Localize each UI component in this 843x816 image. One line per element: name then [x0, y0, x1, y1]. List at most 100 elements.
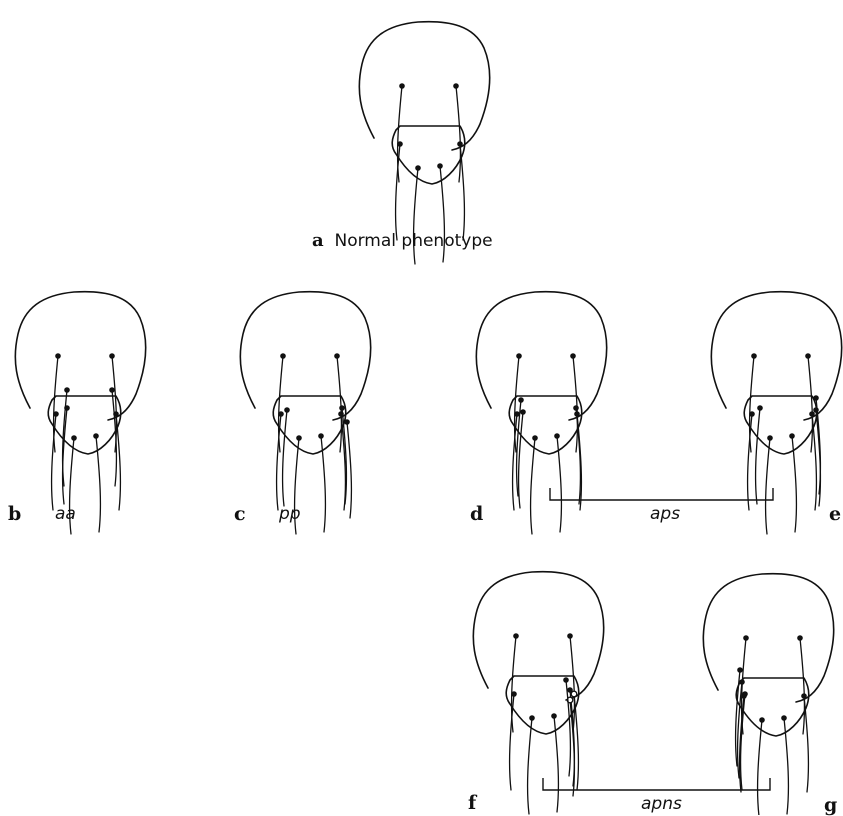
- bristle-socket: [397, 141, 403, 147]
- bristle-socket: [518, 397, 524, 403]
- panel-letter-d: d: [470, 505, 483, 524]
- bristle-socket: [344, 419, 350, 425]
- specimen-e: [711, 292, 841, 534]
- specimen-d: [476, 292, 606, 534]
- panel-letter-g: g: [824, 796, 837, 815]
- caption-normal-text: Normal phenotype: [334, 231, 492, 251]
- bristle-socket: [805, 353, 811, 359]
- bristle-socket: [53, 411, 59, 417]
- anal-plate: [736, 678, 809, 736]
- bristle-socket: [743, 635, 749, 641]
- bristle-socket: [511, 691, 517, 697]
- bristle-socket: [813, 407, 819, 413]
- bristle-socket: [516, 353, 522, 359]
- bristle-socket: [93, 433, 99, 439]
- panel-letter-a: a: [312, 230, 324, 251]
- anal-plate: [392, 126, 465, 184]
- bristle-socket: [437, 163, 443, 169]
- bristle-socket: [801, 693, 807, 699]
- bristle: [347, 422, 351, 518]
- bristle-socket: [567, 633, 573, 639]
- caption-normal-phenotype: a Normal phenotype: [312, 232, 493, 250]
- specimen-a: [359, 22, 489, 264]
- bristle: [808, 356, 812, 452]
- bristle-socket: [280, 353, 286, 359]
- caption-aa: aa: [55, 506, 76, 523]
- bristle-socket: [749, 411, 755, 417]
- bristle-socket: [571, 691, 577, 697]
- panel-letter-e: e: [829, 505, 841, 524]
- bristle-socket: [532, 435, 538, 441]
- bristle-socket: [109, 353, 115, 359]
- bristle-socket: [318, 433, 324, 439]
- bristle: [337, 356, 341, 452]
- bristle: [283, 410, 287, 506]
- bristle: [528, 718, 532, 814]
- bristle-socket: [453, 83, 459, 89]
- bristle-socket: [797, 635, 803, 641]
- anal-plate: [48, 396, 121, 454]
- segment-outline: [359, 22, 489, 150]
- bristle-socket: [55, 353, 61, 359]
- bristle-socket: [737, 667, 743, 673]
- bristle-socket: [529, 715, 535, 721]
- segment-outline: [15, 292, 145, 420]
- bristle-socket: [551, 713, 557, 719]
- segment-outline: [703, 574, 833, 702]
- bristle-socket: [64, 405, 70, 411]
- bristle-socket: [71, 435, 77, 441]
- bristle-socket: [554, 433, 560, 439]
- bristle: [531, 438, 535, 534]
- specimen-c: [240, 292, 370, 534]
- bristle-socket: [759, 717, 765, 723]
- specimen-drawings: [15, 22, 841, 815]
- bristle: [758, 720, 762, 815]
- bristle-socket: [789, 433, 795, 439]
- segment-outline: [476, 292, 606, 420]
- bristle-socket: [415, 165, 421, 171]
- bristle-socket: [573, 405, 579, 411]
- bristle-socket: [339, 405, 345, 411]
- bristle-socket: [399, 83, 405, 89]
- bristle: [756, 408, 760, 504]
- bristle-socket: [567, 687, 573, 693]
- bristle-socket: [813, 395, 819, 401]
- panel-letter-f: f: [468, 794, 476, 813]
- bristle-socket: [563, 677, 569, 683]
- segment-outline: [711, 292, 841, 420]
- bristle-socket: [767, 435, 773, 441]
- bristle-socket: [334, 353, 340, 359]
- bristle-socket: [296, 435, 302, 441]
- bristle-socket: [742, 691, 748, 697]
- bristle-socket: [513, 633, 519, 639]
- bristle: [573, 356, 577, 452]
- bristle-socket: [457, 141, 463, 147]
- bristle: [766, 438, 770, 534]
- specimen-b: [15, 292, 145, 534]
- bristle-socket: [284, 407, 290, 413]
- bristle-socket: [809, 411, 815, 417]
- bristle: [800, 638, 804, 734]
- caption-pp: pp: [279, 506, 301, 523]
- bristle: [566, 680, 570, 776]
- caption-aps: aps: [650, 506, 680, 523]
- caption-apns: apns: [641, 796, 682, 813]
- segment-outline: [240, 292, 370, 420]
- panel-letter-c: c: [234, 505, 246, 524]
- bristle-socket: [751, 353, 757, 359]
- anal-plate: [744, 396, 817, 454]
- panel-letter-b: b: [8, 505, 21, 524]
- bristle-socket: [781, 715, 787, 721]
- bristle: [456, 86, 460, 182]
- bristle-socket: [64, 387, 70, 393]
- bristle-socket: [570, 353, 576, 359]
- bristle-socket: [757, 405, 763, 411]
- bracket-aps: [550, 488, 773, 500]
- bristle-socket: [278, 411, 284, 417]
- bristle-socket: [520, 409, 526, 415]
- bristle-socket: [109, 387, 115, 393]
- bristle-socket: [739, 679, 745, 685]
- specimen-f: [473, 572, 603, 814]
